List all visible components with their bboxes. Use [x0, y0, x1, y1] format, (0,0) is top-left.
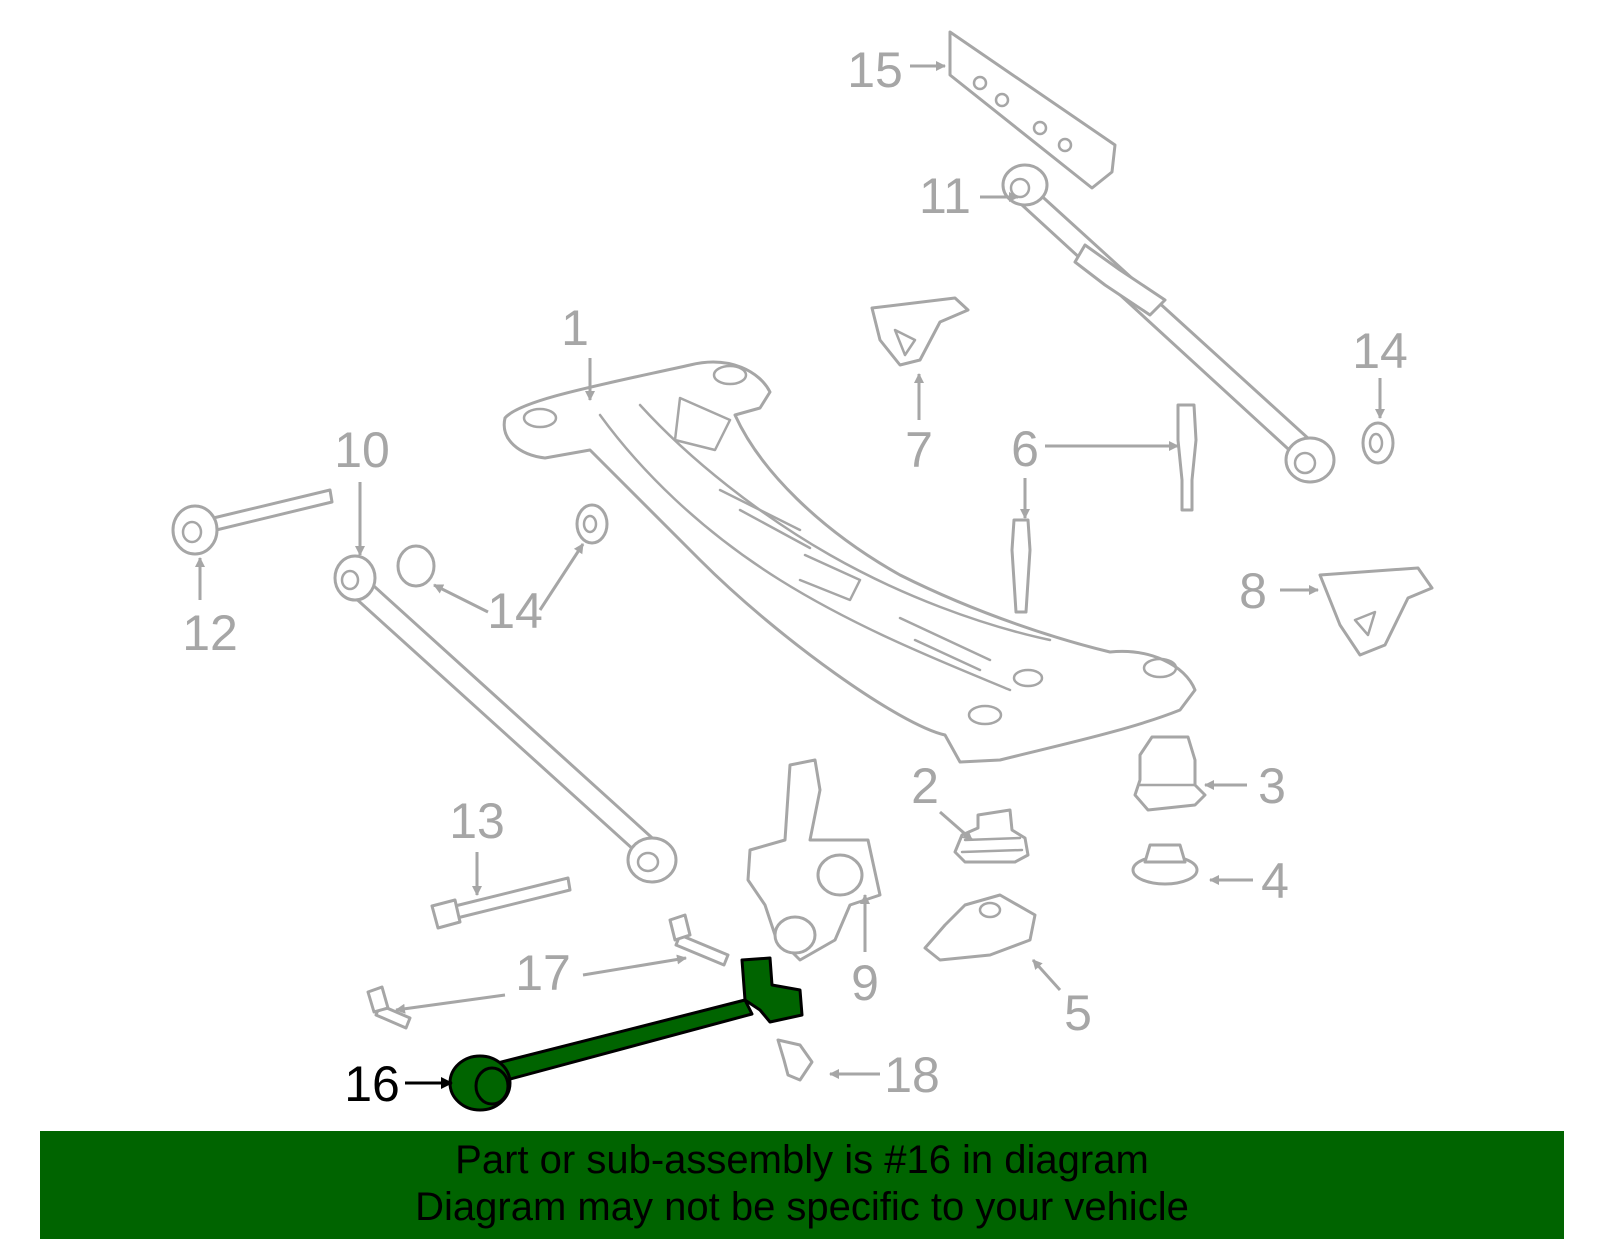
- trailing-link-part: [333, 554, 678, 884]
- callout-labels: 1 2 3 4 5 6 7 8 9 10 11 12 13 14 14 15 1…: [182, 42, 1408, 1112]
- mount-part-5: [923, 893, 1037, 962]
- callout-16-highlighted: 16: [344, 1056, 400, 1112]
- bracket-part-8: [1318, 566, 1434, 657]
- callout-10: 10: [334, 422, 390, 478]
- callout-4: 4: [1261, 853, 1289, 909]
- mount-part-4: [1131, 843, 1199, 886]
- callout-17: 17: [515, 945, 571, 1001]
- leader-lines: [195, 61, 1385, 1089]
- plate-part: [948, 30, 1117, 190]
- callout-12: 12: [182, 605, 238, 661]
- crossmember-part: [502, 360, 1197, 764]
- control-arm-part-16: [448, 956, 804, 1112]
- callout-14-left: 14: [487, 583, 543, 639]
- callout-13: 13: [449, 793, 505, 849]
- callout-11: 11: [919, 168, 971, 224]
- bolt-part-12: [171, 488, 334, 556]
- callout-14-right: 14: [1352, 323, 1408, 379]
- callout-18: 18: [884, 1047, 940, 1103]
- callout-2: 2: [911, 758, 939, 814]
- callout-9: 9: [851, 955, 879, 1011]
- knuckle-part: [746, 758, 882, 962]
- callout-6: 6: [1011, 421, 1039, 477]
- callout-1: 1: [561, 300, 589, 356]
- banner-line-part-number: Part or sub-assembly is #16 in diagram: [455, 1138, 1149, 1182]
- callout-5: 5: [1064, 985, 1092, 1041]
- stud-part-6: [1010, 403, 1198, 614]
- washer-part-right: [1361, 421, 1395, 465]
- lateral-link-part: [1001, 163, 1336, 484]
- callout-3: 3: [1258, 758, 1286, 814]
- washer-part-left: [396, 503, 609, 588]
- callout-8: 8: [1239, 563, 1267, 619]
- callout-7: 7: [905, 422, 933, 478]
- bushing-part-3: [1133, 735, 1207, 812]
- callout-15: 15: [847, 42, 903, 98]
- nut-part-18: [776, 1038, 814, 1082]
- banner-line-disclaimer: Diagram may not be specific to your vehi…: [415, 1185, 1189, 1229]
- bracket-part-7: [870, 296, 970, 367]
- bolt-part-13: [430, 876, 572, 930]
- info-banner: Part or sub-assembly is #16 in diagram D…: [40, 1131, 1564, 1239]
